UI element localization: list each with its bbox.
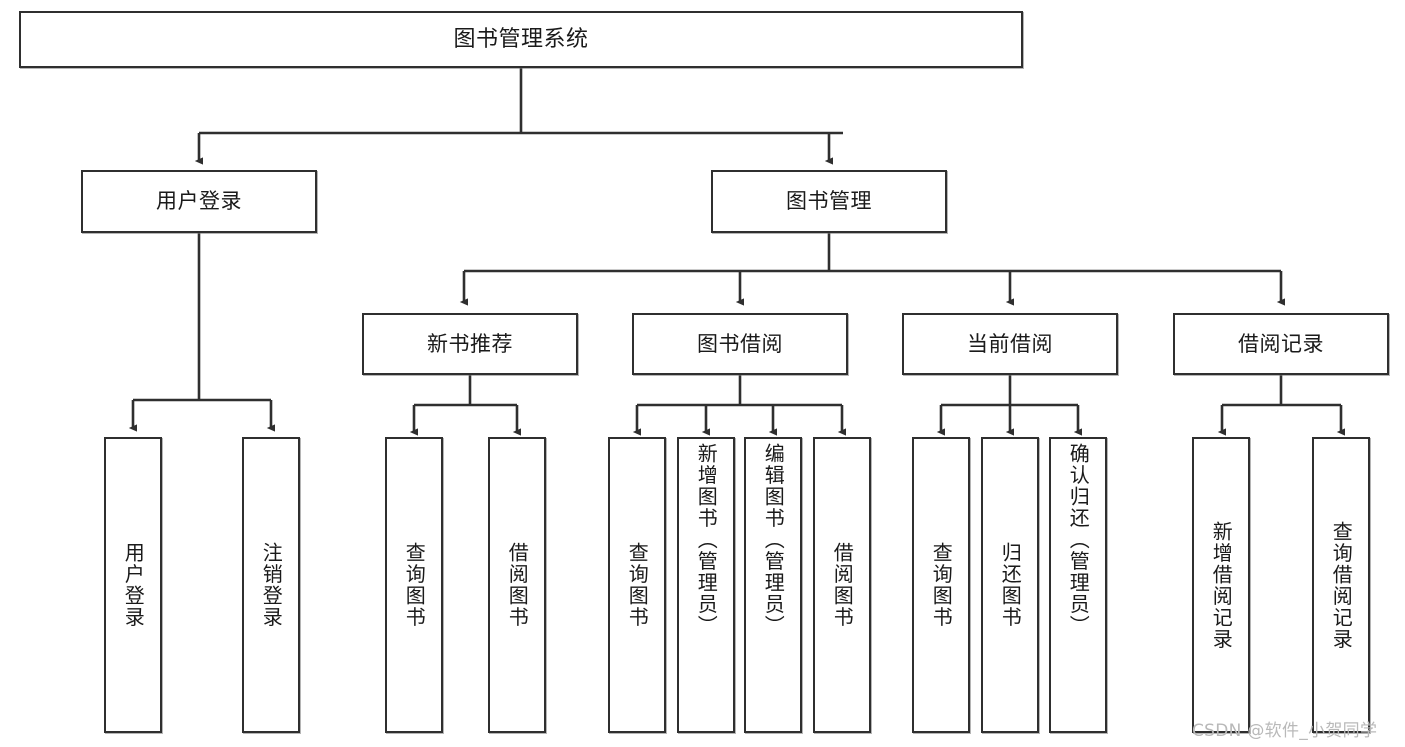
node-leaf-query-borrow-record[interactable]: 查询借阅记录 [1312, 437, 1370, 733]
node-book-borrow[interactable]: 图书借阅 [632, 313, 848, 375]
node-label: 新增借阅记录 [1209, 520, 1234, 650]
node-leaf-query-book-recommend[interactable]: 查询图书 [385, 437, 443, 733]
node-leaf-return-book[interactable]: 归还图书 [981, 437, 1039, 733]
node-label: 查询图书 [402, 542, 427, 628]
node-leaf-user-logout[interactable]: 注销登录 [242, 437, 300, 733]
node-leaf-add-borrow-record[interactable]: 新增借阅记录 [1192, 437, 1250, 733]
node-label: 用户登录 [156, 189, 242, 214]
node-label: 编辑图书（管理员） [761, 443, 786, 637]
node-label: 新增图书（管理员） [694, 443, 719, 637]
node-label: 注销登录 [259, 542, 284, 628]
node-label: 归还图书 [998, 542, 1023, 628]
node-new-book-recommend[interactable]: 新书推荐 [362, 313, 578, 375]
node-leaf-user-login[interactable]: 用户登录 [104, 437, 162, 733]
node-current-borrow[interactable]: 当前借阅 [902, 313, 1118, 375]
node-leaf-borrow-book-recommend[interactable]: 借阅图书 [488, 437, 546, 733]
node-label: 借阅记录 [1238, 331, 1324, 356]
node-label: 用户登录 [121, 542, 146, 628]
node-leaf-confirm-return[interactable]: 确认归还（管理员） [1049, 437, 1107, 733]
node-label: 图书管理 [786, 189, 872, 214]
csdn-watermark: CSDN @软件_小贺同学 [1192, 721, 1378, 741]
node-leaf-query-book-borrow[interactable]: 查询图书 [608, 437, 666, 733]
node-label: 当前借阅 [967, 331, 1053, 356]
node-label: 确认归还（管理员） [1066, 443, 1091, 637]
node-book-manage[interactable]: 图书管理 [711, 170, 947, 233]
node-label: 借阅图书 [830, 542, 855, 628]
node-label: 查询图书 [929, 542, 954, 628]
node-leaf-borrow-book[interactable]: 借阅图书 [813, 437, 871, 733]
node-label: 图书管理系统 [453, 26, 589, 52]
node-label: 查询借阅记录 [1329, 520, 1354, 650]
node-leaf-edit-book[interactable]: 编辑图书（管理员） [744, 437, 802, 733]
node-root-book-management-system[interactable]: 图书管理系统 [19, 11, 1023, 68]
node-label: 查询图书 [625, 542, 650, 628]
node-borrow-record[interactable]: 借阅记录 [1173, 313, 1389, 375]
node-leaf-add-book[interactable]: 新增图书（管理员） [677, 437, 735, 733]
node-label: 图书借阅 [697, 331, 783, 356]
node-label: 借阅图书 [505, 542, 530, 628]
node-label: 新书推荐 [427, 331, 513, 356]
node-user-login[interactable]: 用户登录 [81, 170, 317, 233]
node-leaf-query-book-current[interactable]: 查询图书 [912, 437, 970, 733]
